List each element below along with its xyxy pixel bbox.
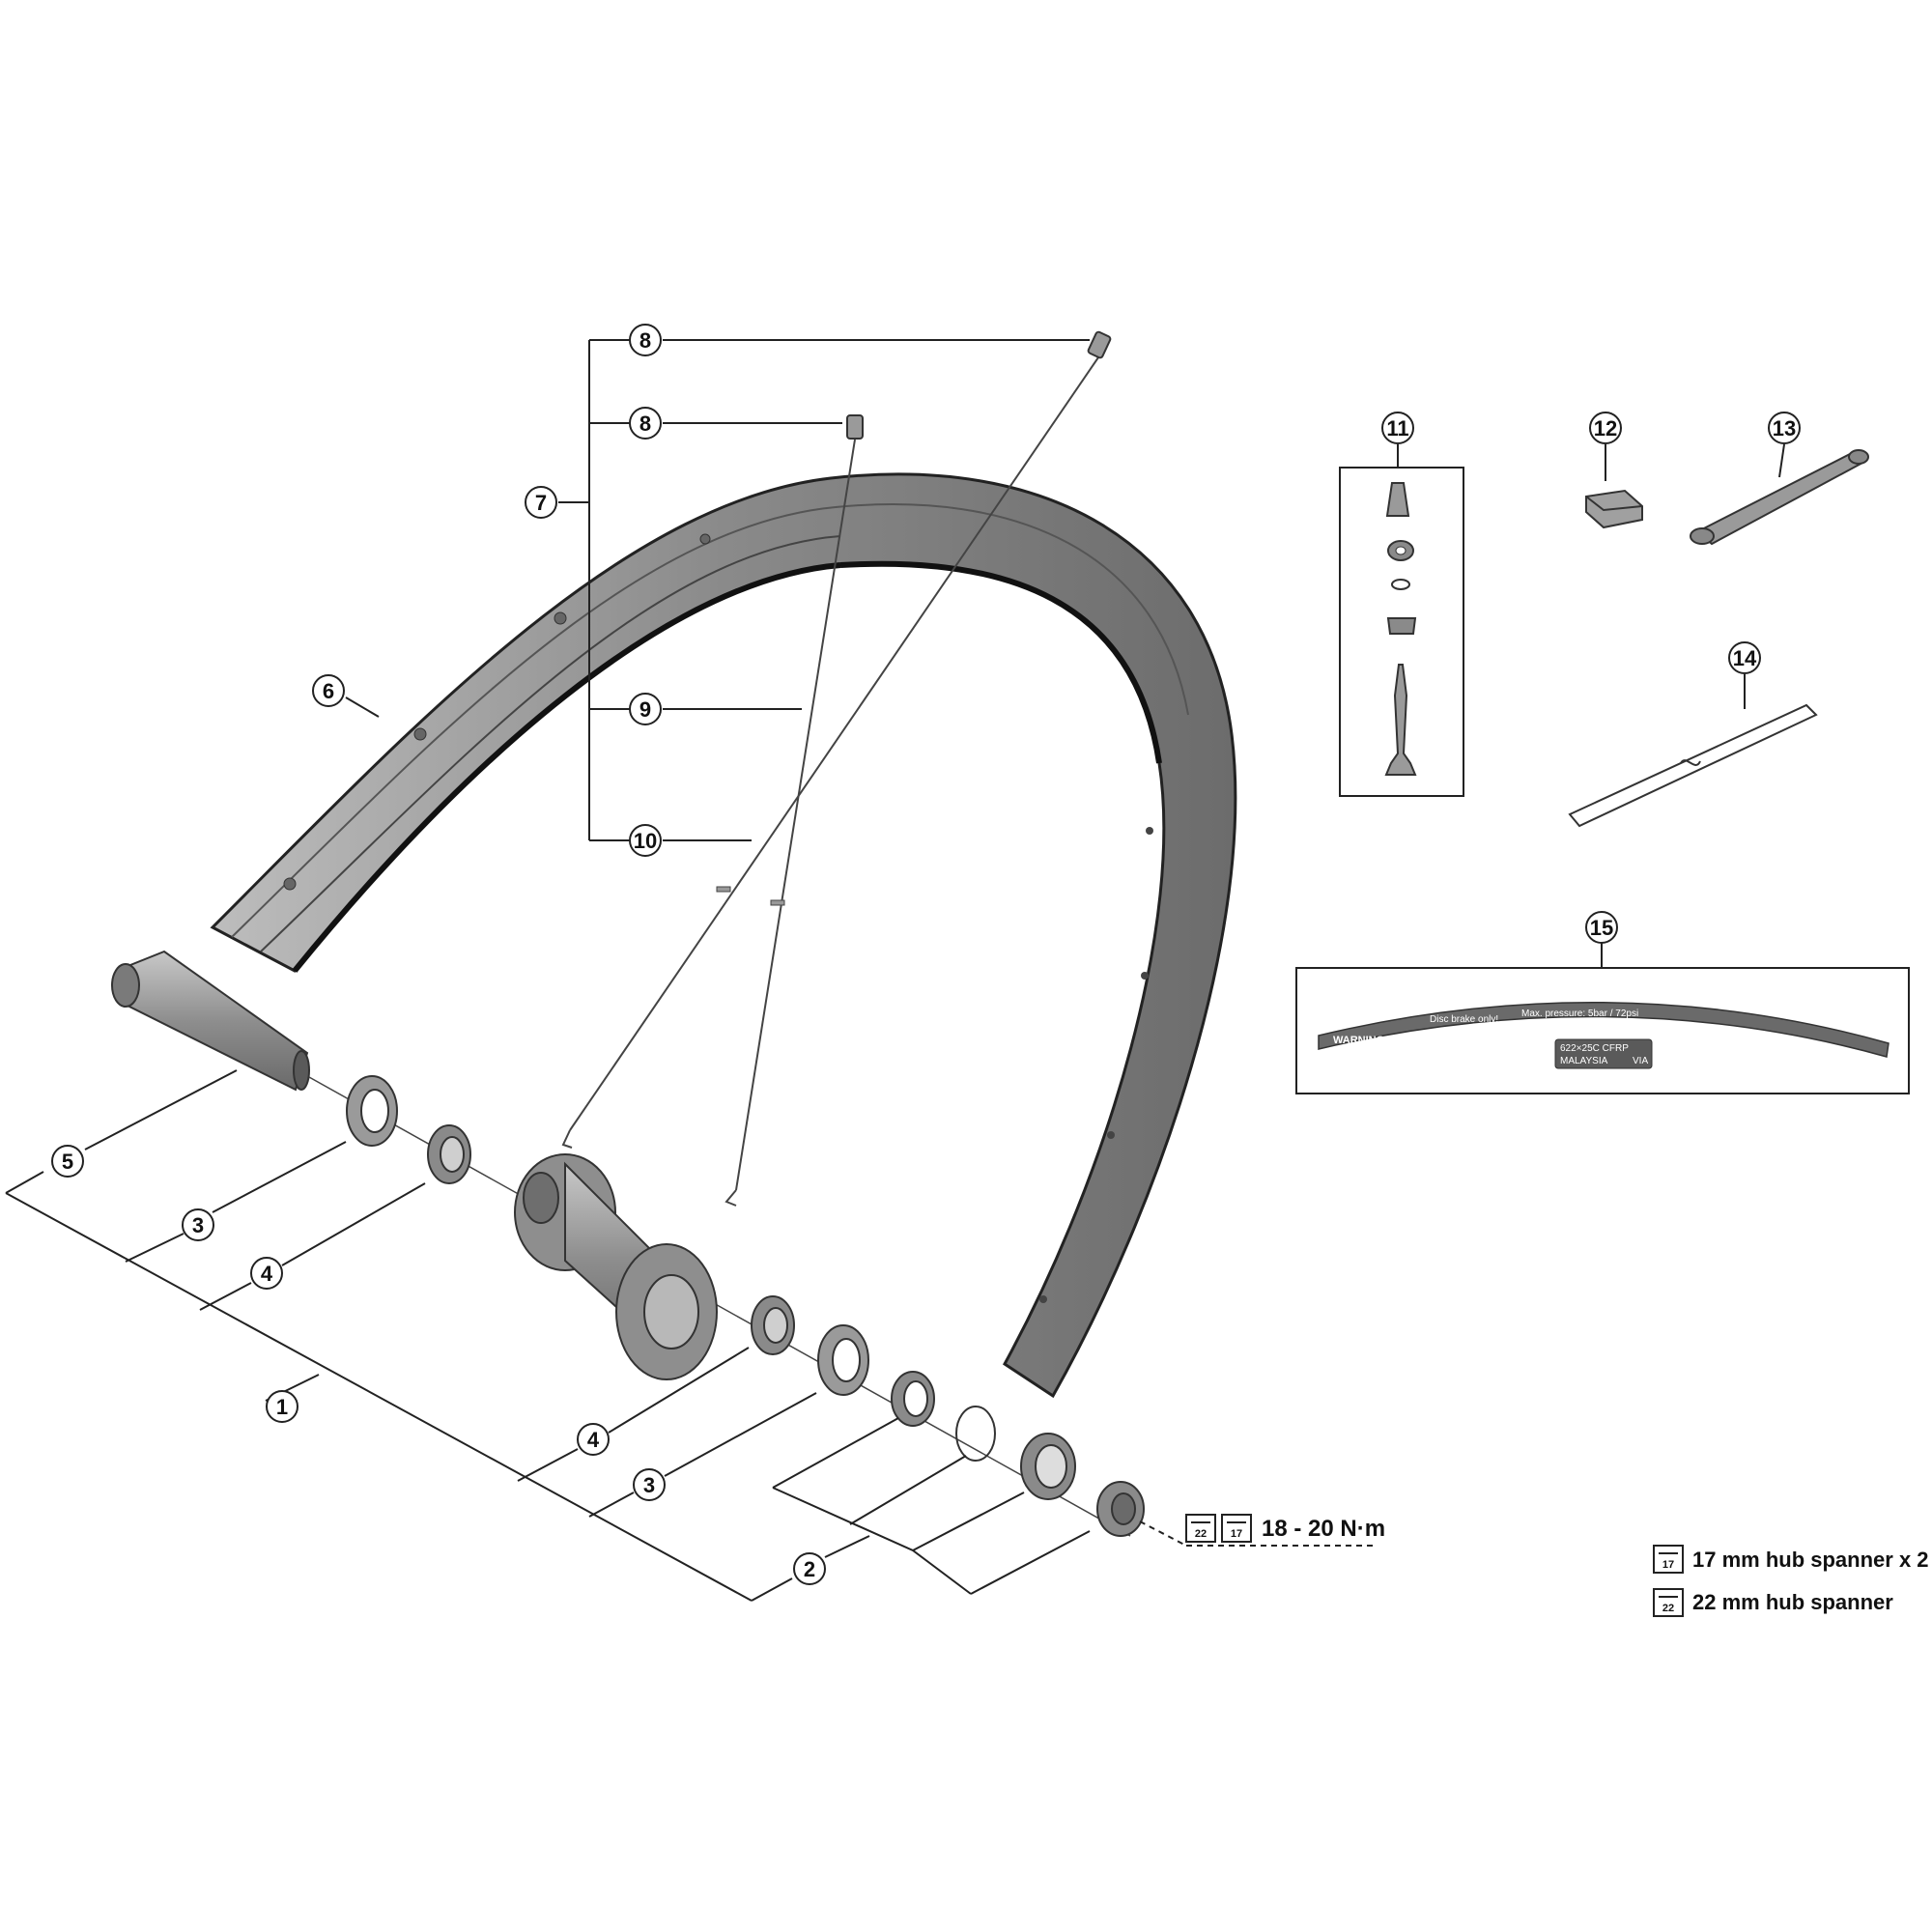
cone-nut bbox=[1020, 1433, 1076, 1500]
o-ring bbox=[955, 1406, 996, 1462]
valve-kit bbox=[1339, 467, 1464, 797]
rim-tape bbox=[1568, 703, 1818, 828]
svg-text:11: 11 bbox=[1386, 416, 1408, 440]
callout-1: 1 bbox=[266, 1390, 298, 1423]
svg-text:8: 8 bbox=[639, 412, 651, 436]
legend-17-text: 17 mm hub spanner x 2 bbox=[1692, 1548, 1929, 1572]
callout-3-left: 3 bbox=[182, 1208, 214, 1241]
rim-sticker-box: WARNING Disc brake only! Max. pressure: … bbox=[1295, 967, 1910, 1094]
svg-text:13: 13 bbox=[1773, 416, 1796, 440]
callout-12: 12 bbox=[1589, 412, 1622, 444]
legend-17-icon: 17 bbox=[1653, 1545, 1684, 1574]
callout-6: 6 bbox=[312, 674, 345, 707]
dust-cap-left bbox=[346, 1075, 398, 1147]
sticker-origin: MALAYSIA bbox=[1560, 1056, 1608, 1066]
callouts: 8 8 7 6 9 10 5 3 4 1 4 3 2 11 12 13 14 1… bbox=[51, 324, 1801, 1585]
dust-cap-right bbox=[817, 1324, 869, 1396]
svg-text:12: 12 bbox=[1594, 416, 1617, 440]
callout-4-left: 4 bbox=[250, 1257, 283, 1290]
callout-3-right: 3 bbox=[633, 1468, 666, 1501]
svg-text:6: 6 bbox=[323, 679, 334, 703]
bearing-left bbox=[427, 1124, 471, 1184]
svg-text:17: 17 bbox=[1662, 1559, 1674, 1571]
callout-10: 10 bbox=[629, 824, 662, 857]
spanner-22-icon: 22 bbox=[1185, 1514, 1216, 1543]
svg-text:9: 9 bbox=[639, 697, 651, 722]
end-cap bbox=[1096, 1481, 1145, 1537]
callout-5: 5 bbox=[51, 1145, 84, 1178]
svg-text:8: 8 bbox=[639, 328, 651, 353]
svg-text:4: 4 bbox=[587, 1428, 600, 1452]
lock-ring bbox=[891, 1371, 935, 1427]
svg-text:4: 4 bbox=[261, 1262, 273, 1286]
svg-text:2: 2 bbox=[804, 1557, 815, 1581]
svg-text:10: 10 bbox=[634, 829, 657, 853]
sticker-disc: Disc brake only! bbox=[1430, 1014, 1498, 1025]
valve-tool bbox=[1585, 489, 1643, 529]
sticker-warning: WARNING bbox=[1333, 1035, 1384, 1046]
tool-legend: 17 17 mm hub spanner x 2 22 22 mm hub sp… bbox=[1653, 1545, 1929, 1617]
sticker-pressure: Max. pressure: 5bar / 72psi bbox=[1521, 1009, 1638, 1019]
callout-2: 2 bbox=[793, 1552, 826, 1585]
spoke-wrench bbox=[1690, 449, 1869, 546]
rim bbox=[210, 472, 1237, 1399]
spokes bbox=[561, 356, 1099, 1207]
callout-14: 14 bbox=[1728, 641, 1761, 674]
svg-text:3: 3 bbox=[643, 1473, 655, 1497]
callout-4-right: 4 bbox=[577, 1423, 610, 1456]
sticker-size: 622×25C CFRP bbox=[1560, 1043, 1629, 1054]
callout-11: 11 bbox=[1381, 412, 1414, 444]
svg-text:5: 5 bbox=[62, 1150, 73, 1174]
svg-text:7: 7 bbox=[535, 491, 547, 515]
callout-15: 15 bbox=[1585, 911, 1618, 944]
axle bbox=[111, 950, 310, 1092]
callout-7: 7 bbox=[525, 486, 557, 519]
nipple-upper bbox=[1087, 330, 1112, 359]
legend-22-icon: 22 bbox=[1653, 1588, 1684, 1617]
svg-text:22: 22 bbox=[1195, 1528, 1207, 1540]
svg-text:22: 22 bbox=[1662, 1603, 1674, 1614]
callout-8-lower: 8 bbox=[629, 407, 662, 440]
callout-8-upper: 8 bbox=[629, 324, 662, 356]
sticker-brand: VIA bbox=[1633, 1056, 1648, 1066]
svg-text:3: 3 bbox=[192, 1213, 204, 1237]
nipple-lower bbox=[846, 414, 864, 440]
svg-text:14: 14 bbox=[1733, 646, 1757, 670]
svg-text:1: 1 bbox=[276, 1395, 288, 1419]
torque-spec: 22 17 18 - 20 N·m bbox=[1185, 1514, 1385, 1543]
callout-9: 9 bbox=[629, 693, 662, 725]
legend-22-text: 22 mm hub spanner bbox=[1692, 1590, 1893, 1614]
leader-lines bbox=[5, 339, 1785, 1602]
svg-text:17: 17 bbox=[1231, 1528, 1242, 1540]
spanner-17-icon: 17 bbox=[1221, 1514, 1252, 1543]
svg-text:15: 15 bbox=[1590, 916, 1613, 940]
bearing-right bbox=[751, 1295, 795, 1355]
torque-value: 18 - 20 N·m bbox=[1262, 1516, 1385, 1542]
hub-body bbox=[514, 1153, 718, 1380]
callout-13: 13 bbox=[1768, 412, 1801, 444]
